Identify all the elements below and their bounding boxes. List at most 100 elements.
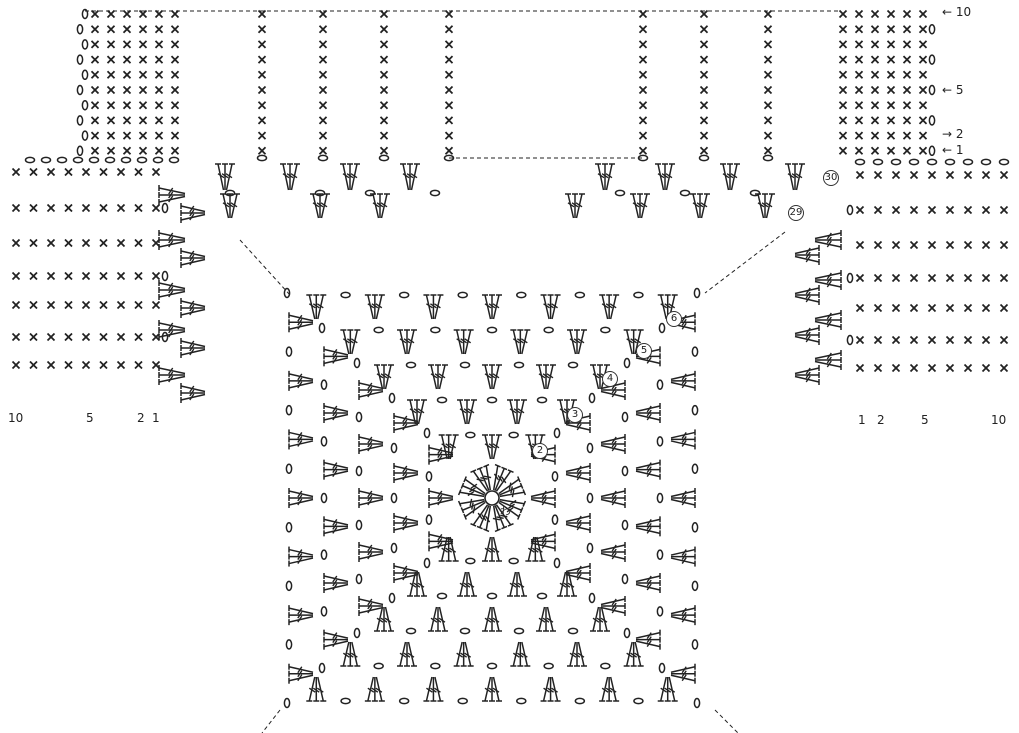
dc-stem bbox=[670, 440, 696, 448]
sc-stroke bbox=[999, 205, 1009, 215]
dc-bar bbox=[630, 338, 638, 344]
single-crochet-symbol bbox=[122, 85, 132, 95]
dc-stem bbox=[479, 505, 490, 528]
dc-bar bbox=[469, 487, 476, 493]
dc-bar bbox=[413, 582, 421, 588]
dc-stem bbox=[430, 364, 438, 390]
single-crochet-symbol bbox=[886, 131, 896, 140]
dc-top bbox=[517, 513, 521, 520]
single-crochet-symbol bbox=[106, 85, 116, 95]
sc-stroke bbox=[945, 363, 955, 373]
dc-stem bbox=[288, 440, 314, 448]
dc-stem bbox=[794, 247, 820, 255]
dc-bar bbox=[577, 652, 585, 658]
dc-bar bbox=[506, 507, 514, 513]
single-crochet-symbol bbox=[886, 85, 896, 95]
sc-stroke bbox=[886, 131, 896, 140]
dc-bar bbox=[189, 205, 195, 213]
dc-stem bbox=[567, 193, 575, 219]
dc-bar bbox=[517, 582, 525, 588]
chain-symbol bbox=[76, 84, 84, 96]
chain-symbol bbox=[353, 357, 361, 369]
dc-stem bbox=[342, 163, 350, 191]
dc-bar bbox=[563, 582, 571, 588]
chain-symbol bbox=[486, 662, 498, 670]
single-crochet-symbol bbox=[379, 146, 389, 155]
dc-stem bbox=[498, 478, 520, 495]
dc-bar bbox=[576, 523, 582, 531]
dc-cluster-symbol bbox=[288, 488, 314, 508]
sc-stroke bbox=[116, 300, 126, 310]
chain-symbol bbox=[962, 158, 974, 166]
dc-cluster-symbol bbox=[374, 606, 394, 632]
dc-cluster-symbol bbox=[364, 294, 385, 320]
dc-bar bbox=[500, 514, 508, 518]
dc-stem bbox=[358, 598, 384, 606]
dc-bar bbox=[576, 465, 582, 473]
dc-bar bbox=[512, 652, 520, 658]
dc-bar bbox=[611, 436, 617, 444]
dc-top bbox=[507, 523, 514, 527]
single-crochet-symbol bbox=[891, 205, 901, 215]
single-crochet-symbol bbox=[379, 101, 389, 110]
dc-stem bbox=[635, 461, 661, 469]
chain-symbol bbox=[340, 697, 351, 705]
dc-bar bbox=[497, 475, 503, 482]
sc-stroke bbox=[379, 101, 389, 110]
single-crochet-symbol bbox=[90, 85, 100, 95]
sc-stroke bbox=[257, 55, 267, 64]
dc-stem bbox=[592, 364, 600, 390]
sc-stroke bbox=[116, 203, 126, 213]
dc-bar bbox=[430, 687, 437, 693]
dc-stem bbox=[288, 323, 314, 331]
dc-cluster-symbol bbox=[397, 641, 417, 667]
sc-stroke bbox=[902, 55, 912, 64]
dc-stem bbox=[180, 348, 206, 356]
dc-bar bbox=[692, 202, 700, 208]
single-crochet-symbol bbox=[46, 167, 56, 177]
single-crochet-symbol bbox=[945, 205, 955, 215]
single-crochet-symbol bbox=[927, 273, 937, 283]
dc-stem bbox=[430, 606, 438, 632]
single-crochet-symbol bbox=[106, 40, 116, 49]
dc-bar bbox=[463, 408, 471, 414]
dc-stem bbox=[659, 676, 667, 702]
sc-stroke bbox=[891, 363, 901, 373]
chain-symbol bbox=[691, 639, 699, 650]
dc-bar bbox=[805, 247, 811, 255]
sc-stroke bbox=[116, 238, 126, 248]
dc-cluster-symbol bbox=[358, 596, 384, 616]
dc-bar bbox=[576, 419, 582, 427]
dc-bar bbox=[569, 652, 577, 658]
dc-bar bbox=[308, 687, 316, 693]
dc-cluster-symbol bbox=[635, 403, 661, 423]
dc-bar bbox=[403, 338, 411, 344]
sc-stroke bbox=[29, 167, 38, 177]
single-crochet-symbol bbox=[838, 40, 848, 49]
sc-stroke bbox=[170, 146, 180, 155]
dc-bar bbox=[332, 466, 338, 474]
dc-stem bbox=[538, 606, 546, 632]
sc-stroke bbox=[886, 9, 896, 19]
single-crochet-symbol bbox=[854, 55, 864, 64]
dc-bar bbox=[189, 254, 195, 262]
single-crochet-symbol bbox=[154, 101, 164, 110]
single-crochet-symbol bbox=[891, 273, 901, 283]
right-row-10: 10 bbox=[991, 413, 1007, 427]
chain-symbol bbox=[536, 592, 548, 600]
single-crochet-symbol bbox=[854, 101, 864, 110]
sc-stroke bbox=[763, 116, 773, 125]
sc-stroke bbox=[379, 55, 389, 64]
dc-stem bbox=[665, 163, 673, 191]
dc-bar bbox=[308, 303, 316, 309]
dc-cluster-symbol bbox=[492, 504, 514, 533]
sc-stroke bbox=[154, 116, 164, 125]
single-crochet-symbol bbox=[257, 116, 267, 125]
single-crochet-symbol bbox=[855, 335, 865, 345]
chain-symbol bbox=[513, 361, 525, 369]
dc-stem bbox=[592, 606, 600, 632]
single-crochet-symbol bbox=[902, 55, 912, 64]
dc-stem bbox=[632, 193, 640, 219]
dc-bar bbox=[681, 615, 687, 623]
dc-stem bbox=[577, 329, 585, 355]
